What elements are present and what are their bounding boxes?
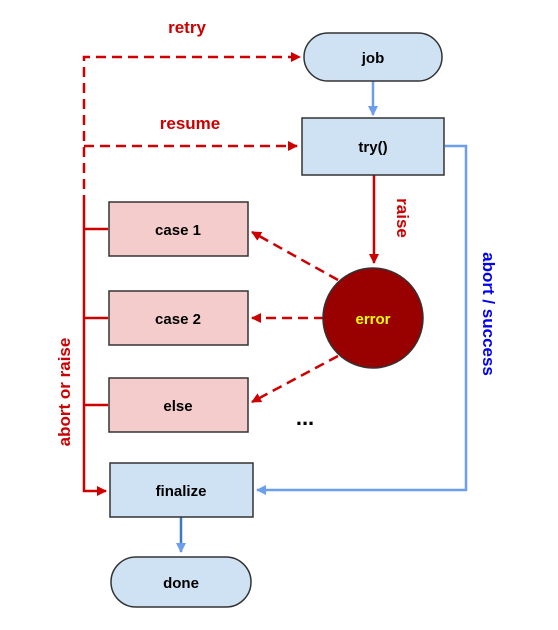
- retry-edge: [82, 52, 301, 205]
- job-label: job: [361, 50, 385, 67]
- finalize-node: finalize: [109, 462, 254, 518]
- raise-label: raise: [393, 198, 412, 238]
- case1-node: case 1: [108, 201, 249, 257]
- case1-label: case 1: [155, 222, 201, 239]
- error-to-else-edge: [251, 354, 339, 404]
- error-to-case1-edge: [251, 230, 339, 282]
- ellipsis-text: ...: [296, 405, 314, 430]
- retry-label: retry: [168, 18, 206, 37]
- finalize-label: finalize: [156, 483, 207, 500]
- done-node: done: [110, 556, 252, 608]
- abort-success-edge: [256, 144, 468, 495]
- abort-or-raise-label: abort or raise: [55, 338, 74, 447]
- abort-success-label: abort / success: [479, 252, 498, 376]
- abort-or-raise-edge: [82, 205, 107, 496]
- error-label: error: [355, 311, 390, 328]
- done-label: done: [163, 575, 199, 592]
- else-node: else: [108, 377, 249, 433]
- else-label: else: [163, 398, 192, 415]
- try-label: try(): [358, 139, 387, 156]
- case2-node: case 2: [108, 290, 249, 346]
- case2-label: case 2: [155, 311, 201, 328]
- try-node: try(): [301, 117, 445, 176]
- error-node: error: [322, 267, 424, 369]
- job-node: job: [303, 32, 443, 82]
- resume-label: resume: [160, 114, 220, 133]
